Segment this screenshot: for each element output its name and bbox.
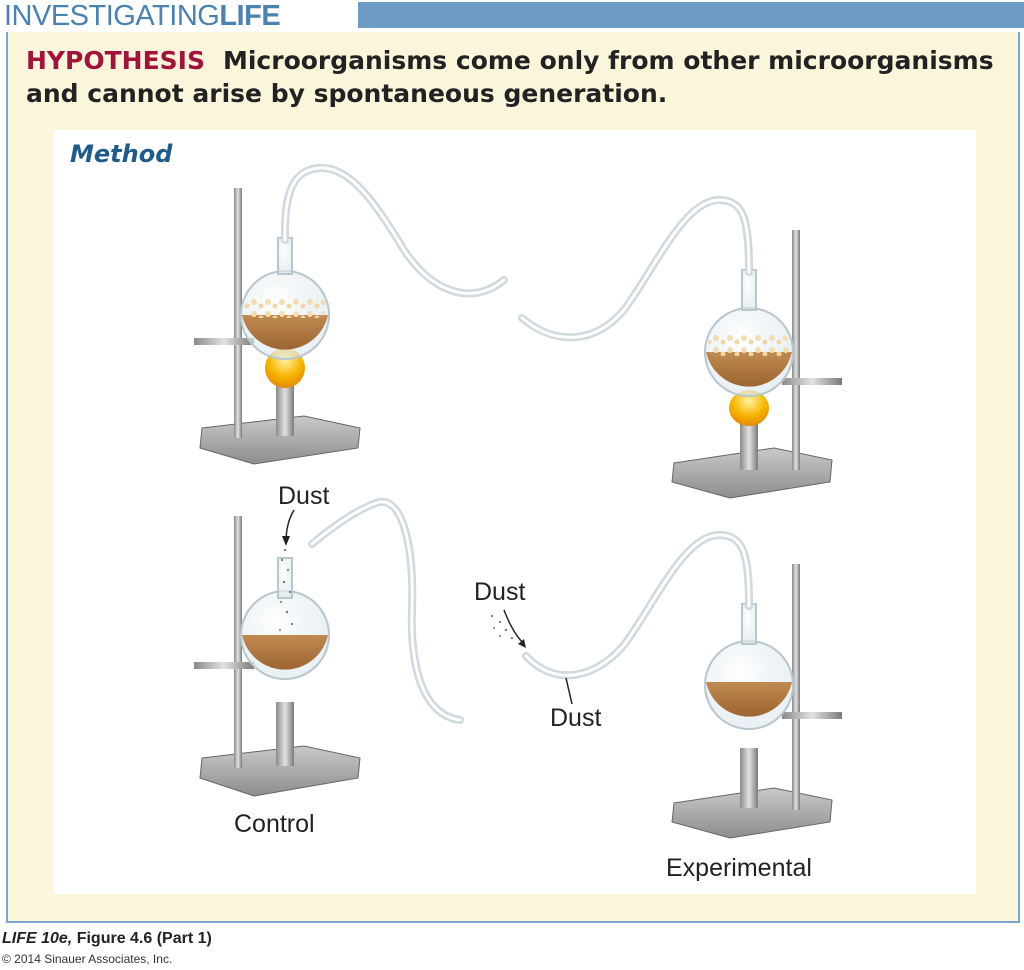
swan-neck-tube (522, 530, 753, 680)
stand-rod (792, 230, 800, 470)
dust-arrow (503, 609, 525, 645)
method-illustration (194, 163, 842, 839)
apparatus-control (194, 497, 464, 797)
stand-rod (792, 564, 800, 810)
label-control: Control (234, 810, 315, 838)
label-experimental: Experimental (666, 854, 812, 882)
burner-flame (729, 390, 769, 426)
flask-neck (277, 557, 293, 599)
stand-rod (234, 188, 242, 438)
brand-part2: LIFE (219, 0, 281, 32)
flask-broth (242, 635, 328, 670)
figure-caption: LIFE 10e, Figure 4.6 (Part 1) (2, 930, 212, 948)
hypothesis-text: Microorganisms come only from other micr… (26, 46, 994, 108)
apparatus-experimental (490, 530, 842, 839)
burner-tube (740, 418, 758, 470)
flask-broth (706, 682, 792, 717)
flask-broth-foam (244, 296, 326, 318)
flask-broth (242, 315, 328, 350)
method-box: Method (54, 130, 976, 894)
dust-particles (279, 548, 294, 631)
method-title: Method (70, 140, 173, 168)
broken-neck-tube (308, 497, 464, 724)
apparatus-heated-2 (518, 195, 842, 499)
header-bar (358, 2, 1024, 28)
label-dust-tube: Dust (550, 704, 602, 732)
flask-broth (706, 352, 792, 387)
figure-ref: Figure 4.6 (Part 1) (72, 930, 212, 947)
copyright: © 2014 Sinauer Associates, Inc. (2, 952, 173, 966)
header: INVESTIGATINGLIFE (0, 0, 1024, 32)
dust-particles-tube (490, 614, 514, 640)
clamp-arm (782, 712, 842, 719)
burner-tube (276, 702, 294, 766)
swan-neck-tube (518, 195, 753, 342)
flask-broth-foam (708, 334, 790, 356)
stand-rod (234, 516, 242, 768)
brand-part1: INVESTIGATING (4, 0, 220, 32)
clamp-arm (194, 662, 254, 669)
swan-neck-tube (280, 163, 508, 298)
figure-book: LIFE 10e, (2, 930, 73, 947)
clamp-arm (782, 378, 842, 385)
apparatus-heated-1 (194, 163, 508, 465)
label-dust-top: Dust (278, 482, 330, 510)
dust-pointer (565, 677, 573, 705)
brand-title: INVESTIGATINGLIFE (4, 0, 281, 32)
hypothesis-label: HYPOTHESIS (26, 46, 205, 75)
clamp-arm (194, 338, 254, 345)
burner-tube (740, 748, 758, 808)
burner-tube (276, 380, 294, 436)
label-dust-mid: Dust (474, 578, 526, 606)
